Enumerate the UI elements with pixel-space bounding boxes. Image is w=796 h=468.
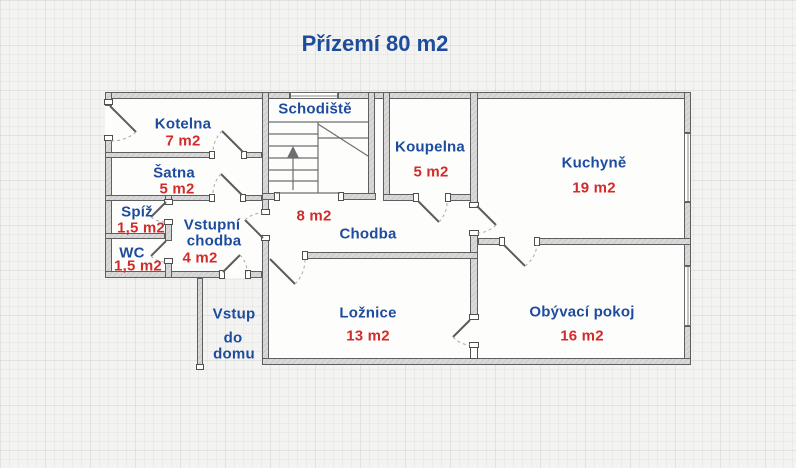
- door-jamb: [104, 99, 113, 105]
- wall: [165, 262, 172, 278]
- room-area-kuchyne: 19 m2: [572, 179, 616, 197]
- room-area-loznice: 13 m2: [346, 327, 390, 345]
- door-jamb: [499, 237, 505, 246]
- wall: [262, 238, 269, 365]
- plan-title: Přízemí 80 m2: [301, 31, 449, 56]
- door-jamb: [104, 135, 113, 141]
- room-area-kotelna: 7 m2: [165, 132, 201, 150]
- door-jamb: [274, 192, 280, 201]
- door-jamb: [261, 235, 270, 241]
- window: [684, 133, 691, 202]
- entrance-label-3: domu: [213, 345, 255, 363]
- room-label-schodiste: Schodiště: [278, 100, 352, 118]
- room-label-koupelna: Koupelna: [395, 138, 465, 156]
- door-jamb: [164, 219, 173, 225]
- room-label-vstupni-chodba-2: chodba: [186, 232, 242, 250]
- door-jamb: [209, 194, 215, 202]
- wall: [105, 233, 165, 239]
- wall: [262, 358, 691, 365]
- window: [684, 266, 691, 326]
- door-jamb: [164, 258, 173, 264]
- room-area-koupelna: 5 m2: [413, 163, 449, 181]
- room-label-loznice: Ložnice: [339, 304, 397, 322]
- entrance-label-2: do: [223, 329, 243, 347]
- room-label-spiz: Spíž: [121, 203, 153, 221]
- wall: [383, 92, 390, 200]
- door-jamb: [241, 151, 247, 159]
- window: [290, 92, 338, 99]
- door-jamb: [245, 270, 251, 279]
- wall: [105, 140, 112, 278]
- door-jamb: [164, 199, 173, 205]
- door-jamb: [240, 194, 246, 202]
- wall: [383, 194, 417, 201]
- wall: [105, 152, 214, 158]
- room-label-kuchyne: Kuchyně: [561, 154, 627, 172]
- wall: [340, 193, 376, 200]
- wall: [368, 92, 375, 200]
- door-jamb: [534, 237, 540, 246]
- door-jamb: [469, 202, 479, 208]
- room-label-satna: Šatna: [153, 164, 195, 182]
- room-area-wc: 1,5 m2: [114, 257, 162, 275]
- room-area-spiz: 1,5 m2: [117, 219, 165, 237]
- door-jamb: [469, 342, 479, 348]
- room-area-obyvaci-pokoj: 16 m2: [560, 327, 604, 345]
- porch-wall: [197, 278, 203, 368]
- room-label-kotelna: Kotelna: [154, 115, 212, 133]
- wall: [305, 252, 478, 259]
- wall: [338, 92, 691, 99]
- door-jamb: [209, 151, 215, 159]
- room-area-chodba: 8 m2: [296, 207, 332, 225]
- room-area-vstupni-chodba: 4 m2: [182, 249, 218, 267]
- room-label-wc: WC: [119, 244, 145, 262]
- entrance-label-1: Vstup: [212, 305, 256, 323]
- room-label-vstupni-chodba-1: Vstupní: [183, 216, 241, 234]
- wall: [537, 238, 691, 245]
- room-label-chodba: Chodba: [339, 225, 397, 243]
- room-label-obyvaci-pokoj: Obývací pokoj: [529, 303, 635, 321]
- door-jamb: [338, 192, 344, 201]
- room-area-satna: 5 m2: [159, 180, 195, 198]
- door-jamb: [469, 230, 479, 236]
- door-jamb: [302, 251, 308, 260]
- wall-cap: [196, 364, 204, 370]
- wall: [684, 202, 691, 266]
- door-jamb: [469, 314, 479, 320]
- door-jamb: [445, 193, 451, 202]
- door-jamb: [413, 193, 419, 202]
- door-jamb: [261, 209, 270, 215]
- wall: [470, 233, 478, 318]
- wall: [470, 92, 478, 205]
- wall: [684, 92, 691, 133]
- door-jamb: [219, 270, 225, 279]
